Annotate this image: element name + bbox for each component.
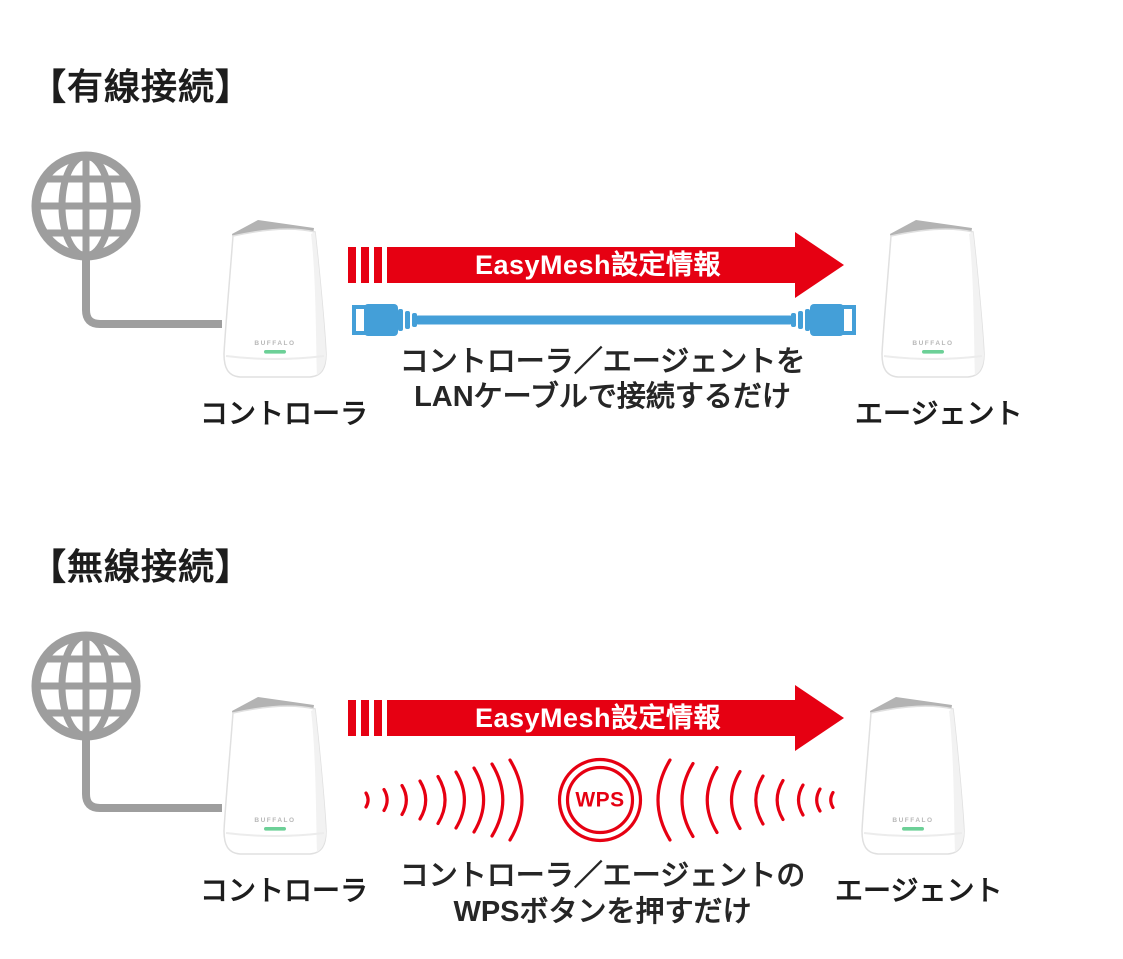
router-led <box>922 350 944 354</box>
buffalo-logo: BUFFALO <box>892 817 933 824</box>
internet-cable-line <box>82 740 222 812</box>
controller-router-device: BUFFALO <box>223 220 327 378</box>
wps-button-icon: WPS <box>557 757 643 843</box>
wireless-caption-line2: WPSボタンを押すだけ <box>453 896 752 928</box>
easymesh-arrow-label: EasyMesh設定情報 <box>475 702 722 733</box>
router-led <box>902 827 924 831</box>
internet-globe-icon <box>31 151 141 261</box>
controller-label: コントローラ <box>200 398 369 429</box>
buffalo-logo: BUFFALO <box>254 817 295 824</box>
wired-section: 【有線接続】 BUFFALO コントローラ Easy <box>30 66 1023 429</box>
easymesh-arrow: EasyMesh設定情報 <box>348 685 844 751</box>
wired-caption-line1: コントローラ／エージェントを <box>399 346 806 378</box>
controller-label: コントローラ <box>200 875 369 906</box>
easymesh-arrow: EasyMesh設定情報 <box>348 232 844 298</box>
wireless-section-title: 【無線接続】 <box>30 546 253 587</box>
wireless-section: 【無線接続】 BUFFALO コントローラ Easy <box>0 480 1123 959</box>
router-led <box>264 827 286 831</box>
agent-label: エージェント <box>855 398 1023 429</box>
agent-router-device: BUFFALO <box>881 220 985 378</box>
agent-label: エージェント <box>835 875 1003 906</box>
lan-cable-icon <box>352 304 856 336</box>
wifi-waves-left-icon <box>364 758 524 842</box>
controller-router-device: BUFFALO <box>223 697 327 855</box>
router-led <box>264 350 286 354</box>
wired-section-title: 【有線接続】 <box>30 66 253 107</box>
wired-caption-line2: LANケーブルで接続するだけ <box>414 381 791 413</box>
wifi-waves-right-icon <box>656 758 835 842</box>
wireless-caption-line1: コントローラ／エージェントの <box>399 860 806 892</box>
internet-globe-icon <box>31 631 141 741</box>
easymesh-arrow-label: EasyMesh設定情報 <box>475 249 722 280</box>
buffalo-logo: BUFFALO <box>912 340 953 347</box>
buffalo-logo: BUFFALO <box>254 340 295 347</box>
wps-badge-label: WPS <box>575 789 624 812</box>
agent-router-device: BUFFALO <box>861 697 965 855</box>
internet-cable-line <box>82 254 222 328</box>
